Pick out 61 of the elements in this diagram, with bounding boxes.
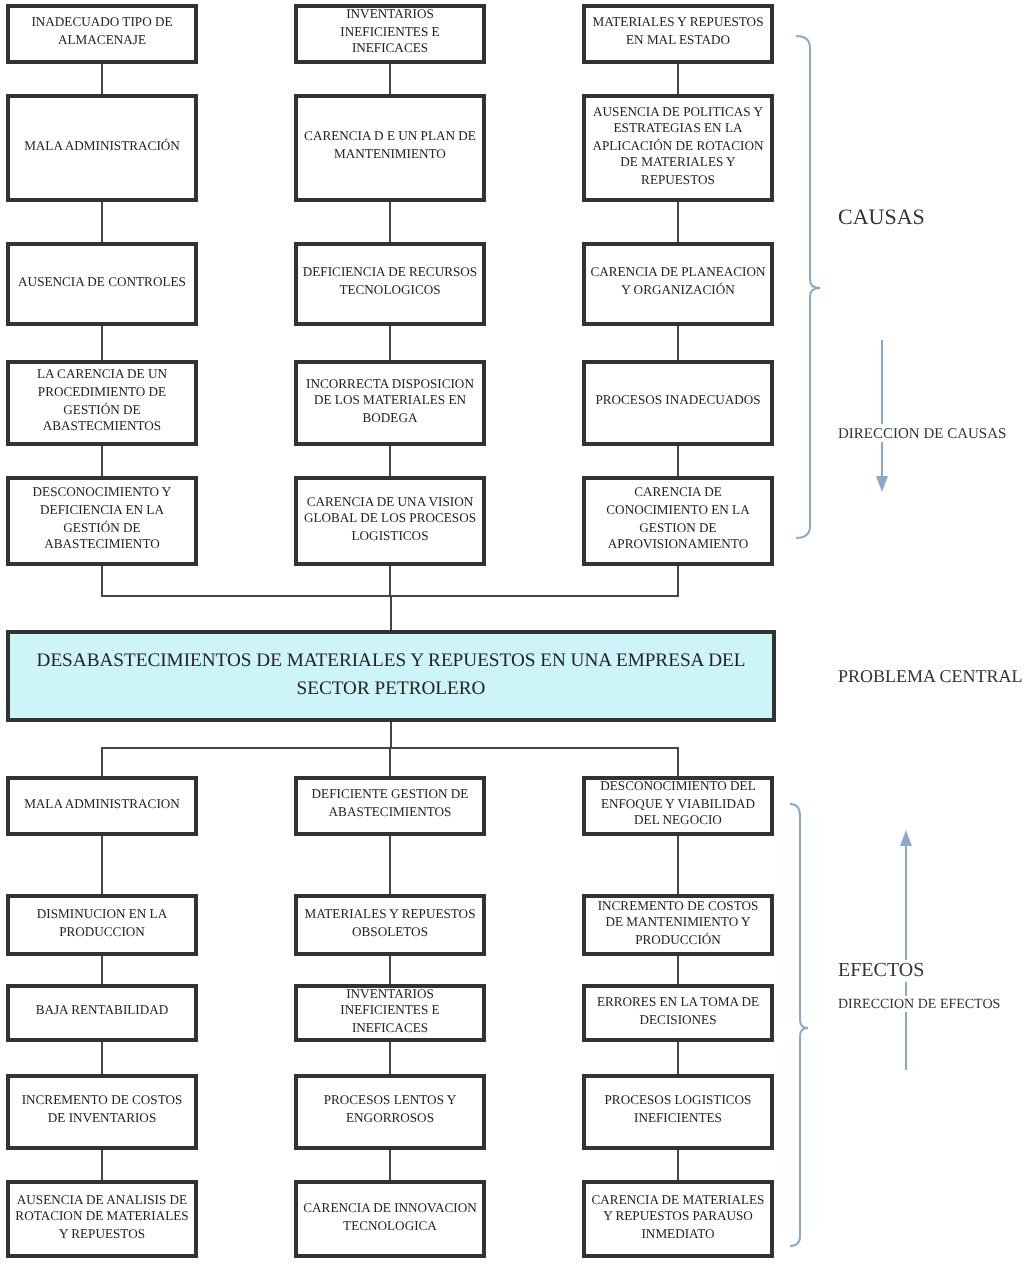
process-box (6, 94, 198, 202)
connector-line (389, 201, 391, 243)
connector-line (101, 1041, 103, 1075)
connector-line (389, 835, 391, 895)
process-box (582, 894, 774, 956)
process-box (6, 4, 198, 64)
connector-line (677, 325, 679, 361)
process-box (582, 4, 774, 64)
connector-line (389, 1041, 391, 1075)
connector-line (101, 201, 103, 243)
connector-line (101, 1149, 103, 1181)
process-box (582, 242, 774, 326)
connector-line (677, 835, 679, 895)
process-box (294, 984, 486, 1042)
process-box (6, 1180, 198, 1258)
connector-line (389, 325, 391, 361)
process-box (294, 1074, 486, 1150)
process-box (582, 94, 774, 202)
connector-line (101, 955, 103, 985)
connector-line (677, 955, 679, 985)
process-box (294, 1180, 486, 1258)
process-box (294, 94, 486, 202)
process-box (582, 1180, 774, 1258)
process-box (582, 984, 774, 1042)
process-box (294, 776, 486, 836)
connector-line (389, 1149, 391, 1181)
central-problem-box (6, 630, 776, 722)
connector-line (101, 63, 103, 95)
side-label: PROBLEMA CENTRAL (836, 666, 1025, 686)
connector-line (677, 201, 679, 243)
connector-line (389, 955, 391, 985)
connector-line (101, 835, 103, 895)
process-box (294, 360, 486, 446)
connector-line (677, 1149, 679, 1181)
process-box (6, 776, 198, 836)
process-box (582, 1074, 774, 1150)
process-box (6, 476, 198, 566)
process-box (582, 360, 774, 446)
connector-line (389, 445, 391, 477)
side-label: EFECTOS (836, 960, 927, 982)
process-box (294, 242, 486, 326)
process-box (6, 1074, 198, 1150)
side-label: CAUSAS (836, 206, 927, 230)
connector-line (677, 445, 679, 477)
connector-line (101, 445, 103, 477)
connector-line (390, 565, 679, 631)
process-box (294, 4, 486, 64)
connector-line (101, 325, 103, 361)
connector-line (389, 63, 391, 95)
process-box (6, 894, 198, 956)
process-box (6, 242, 198, 326)
process-box (294, 476, 486, 566)
process-box (582, 476, 774, 566)
box-text: DESABASTECIMIENTOS DE MATERIALES Y REPUESTOS EN UNA EMPRESA DEL SECTOR PETROLERO (34, 648, 748, 704)
process-box (294, 894, 486, 956)
process-box (582, 776, 774, 836)
connector-line (390, 721, 679, 777)
connector-line (677, 63, 679, 95)
process-box (6, 984, 198, 1042)
connector-line (677, 1041, 679, 1075)
process-box (6, 360, 198, 446)
